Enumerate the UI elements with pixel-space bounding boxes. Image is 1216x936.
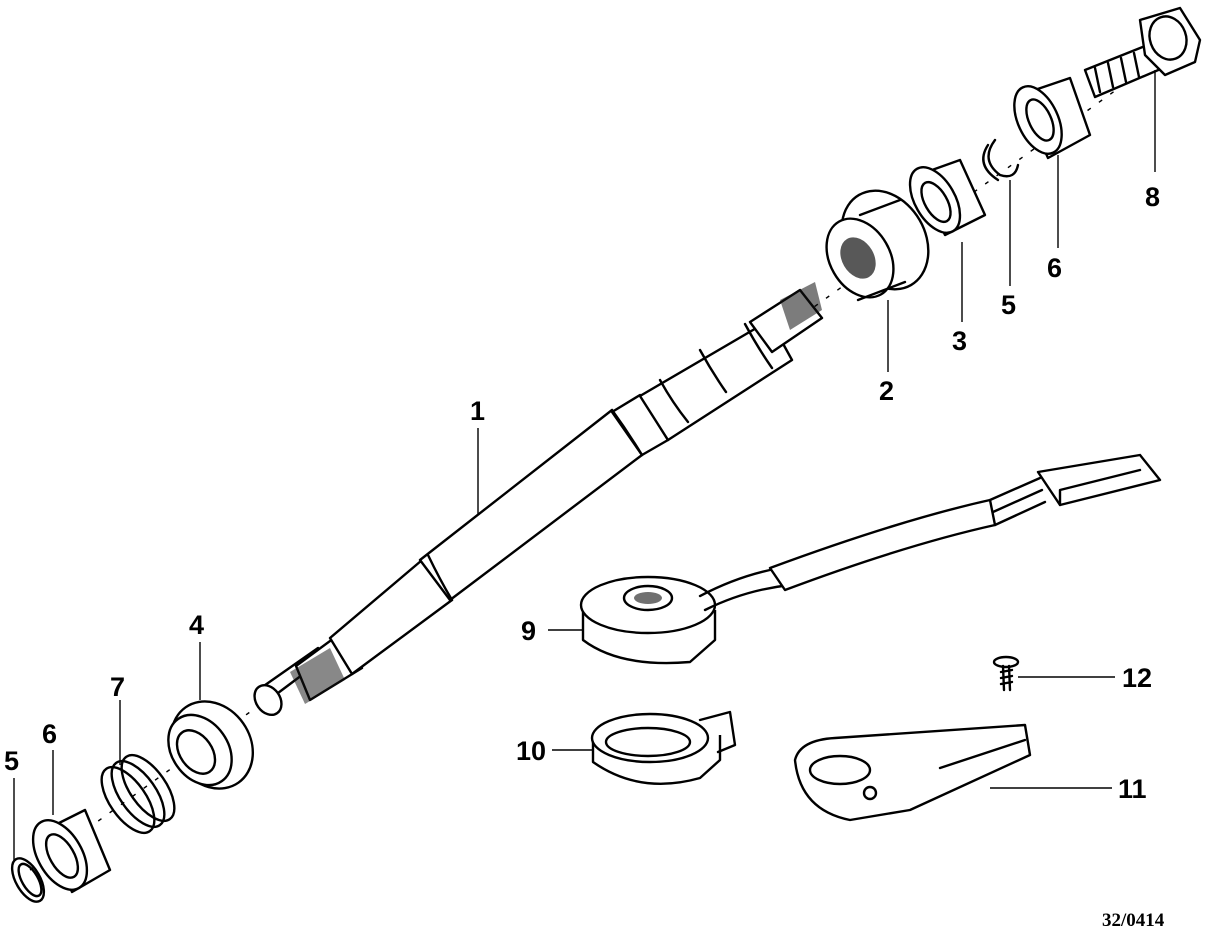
part-bearing-top (1013, 76, 1092, 160)
part-toothed-sleeve (825, 189, 930, 302)
callout-labels: 1 2 3 5 6 8 4 7 6 5 9 10 11 12 32/0414 (4, 182, 1165, 931)
part-bearing-housing (167, 700, 255, 790)
callout-5-bottom: 5 (4, 746, 19, 776)
callout-8: 8 (1145, 182, 1160, 212)
callout-6-top: 6 (1047, 253, 1062, 283)
callout-5-top: 5 (1001, 290, 1016, 320)
part-ring (590, 710, 737, 785)
part-screw (992, 655, 1020, 692)
reference-number: 32/0414 (1102, 910, 1165, 931)
callout-11: 11 (1118, 774, 1147, 804)
callout-9: 9 (521, 616, 536, 646)
callout-4: 4 (189, 610, 204, 640)
part-bushing-3 (908, 158, 987, 237)
part-sensor-with-cable (579, 453, 1162, 665)
part-circlip-top (982, 138, 1020, 182)
part-circlip-bottom (10, 857, 46, 903)
leader-lines (13, 70, 1156, 862)
callout-7: 7 (110, 672, 125, 702)
callout-10: 10 (516, 736, 546, 766)
part-steering-shaft (253, 282, 824, 717)
callout-12: 12 (1122, 663, 1152, 693)
callout-3: 3 (952, 326, 967, 356)
callout-6-bottom: 6 (42, 719, 57, 749)
callout-1: 1 (470, 396, 485, 426)
part-spring (100, 754, 176, 834)
part-bracket (793, 723, 1032, 822)
part-bearing-bottom (31, 808, 112, 894)
callout-2: 2 (879, 376, 894, 406)
part-bolt (1083, 6, 1202, 99)
